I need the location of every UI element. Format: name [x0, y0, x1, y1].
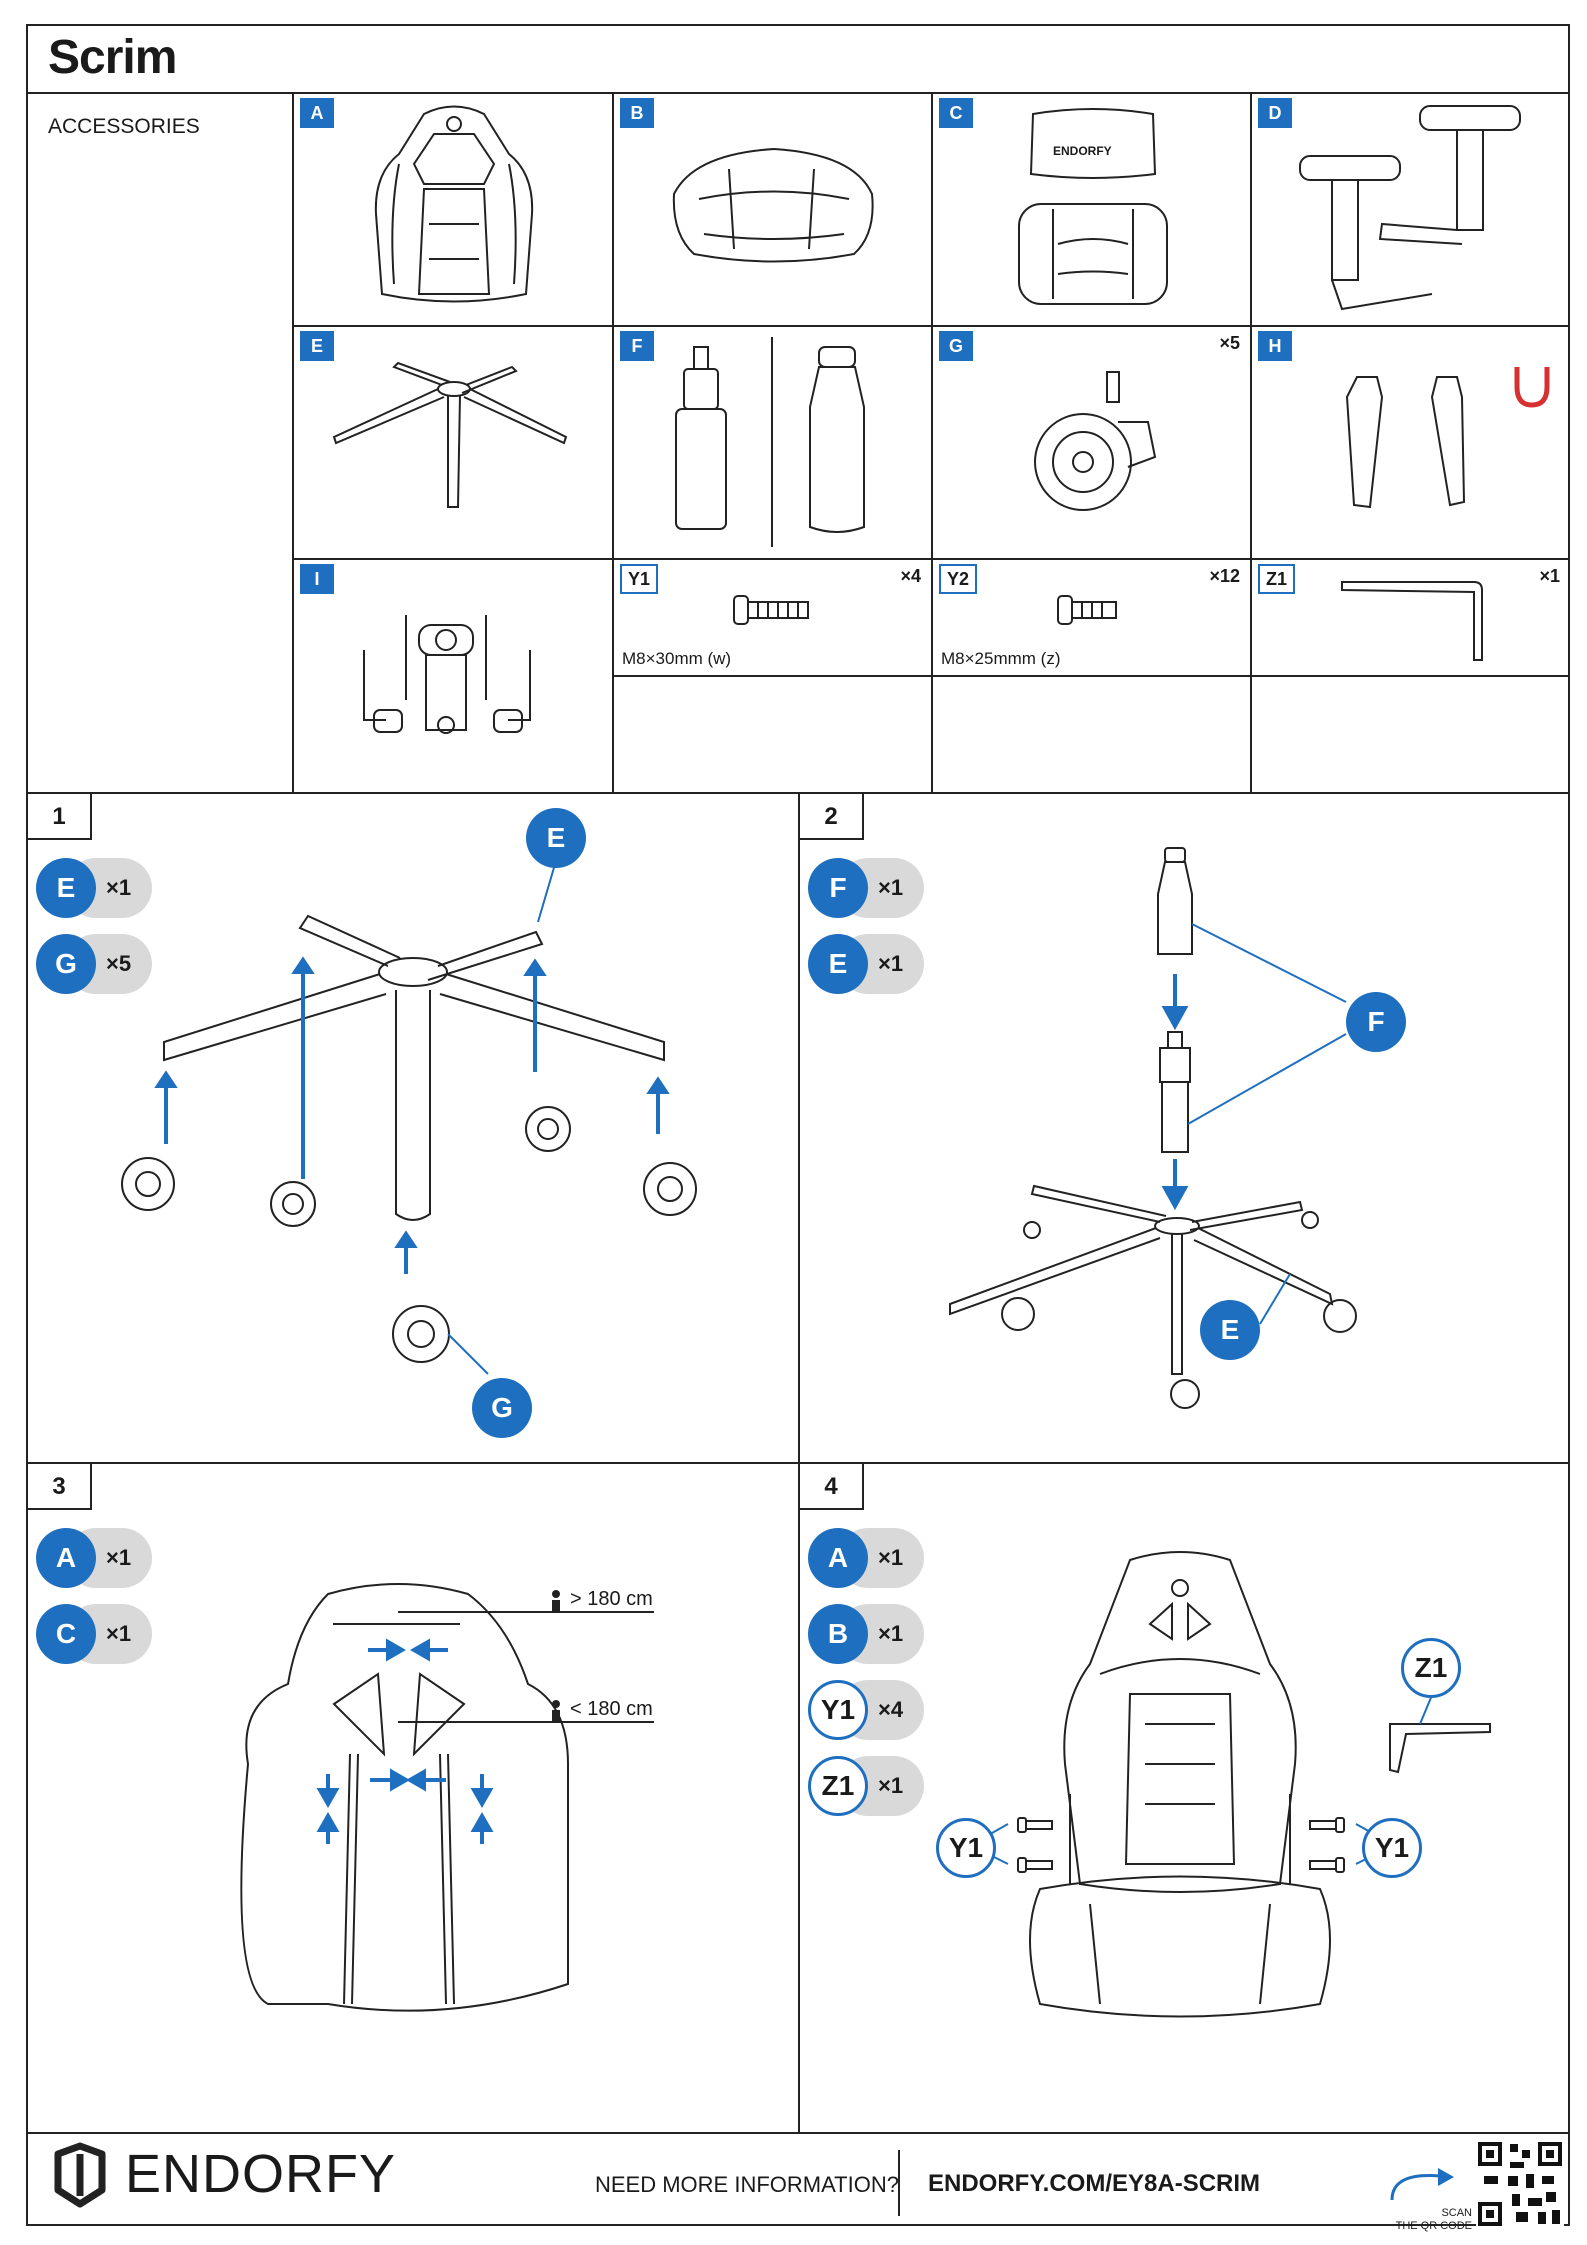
- part-callout: Z1: [1401, 1638, 1461, 1698]
- accessories-heading: ACCESSORIES: [48, 115, 200, 139]
- brand-wordmark: ENDORFY: [125, 2143, 396, 2205]
- brand-logo-icon: [50, 2140, 110, 2210]
- base-drawing: [294, 327, 612, 558]
- part-label: Y1: [620, 564, 658, 594]
- step1-illustration: [28, 794, 796, 1460]
- person-height-icon: [552, 1590, 560, 1722]
- part-e-base: E: [294, 327, 612, 558]
- part-callout: G: [472, 1378, 532, 1438]
- part-quantity: ×4: [900, 566, 921, 587]
- info-prompt: NEED MORE INFORMATION?: [595, 2172, 899, 2198]
- screw-spec: M8×30mm (w): [622, 649, 731, 669]
- part-d-armrests: D: [1252, 94, 1570, 325]
- part-callout: Y1: [1362, 1818, 1422, 1878]
- height-label-under: < 180 cm: [570, 1698, 653, 1721]
- part-label: Y2: [939, 564, 977, 594]
- covers-drawing: [1252, 327, 1570, 558]
- part-y1-screw: Y1 ×4 M8×30mm (w): [614, 560, 931, 675]
- part-h-covers: H: [1252, 327, 1570, 558]
- pillow-brand-text: ENDORFY: [1053, 144, 1112, 158]
- part-g-casters: G ×5: [933, 327, 1250, 558]
- part-quantity: ×5: [1219, 333, 1240, 354]
- pillows-drawing: [933, 94, 1250, 325]
- part-label: F: [620, 331, 654, 361]
- part-b-seat: B: [614, 94, 931, 325]
- part-callout: E: [526, 808, 586, 868]
- part-a-backrest: A: [294, 94, 612, 325]
- step4-illustration: [800, 1464, 1568, 2130]
- mechanism-drawing: [294, 560, 612, 792]
- part-label: E: [300, 331, 334, 361]
- part-i-mechanism: I: [294, 560, 612, 792]
- hex-key-drawing: [1252, 560, 1570, 675]
- part-callout: Y1: [936, 1818, 996, 1878]
- qr-code-icon[interactable]: [1476, 2140, 1564, 2228]
- support-link[interactable]: ENDORFY.COM/EY8A-SCRIM: [928, 2170, 1260, 2198]
- part-f-gas-lift: F: [614, 327, 931, 558]
- part-quantity: ×1: [1539, 566, 1560, 587]
- caster-drawing: [933, 327, 1250, 558]
- arrow-icon: [1386, 2160, 1466, 2206]
- part-label: A: [300, 98, 334, 128]
- part-quantity: ×12: [1209, 566, 1240, 587]
- seat-drawing: [614, 94, 931, 325]
- part-callout: F: [1346, 992, 1406, 1052]
- divider: [26, 2132, 1570, 2134]
- page-title: Scrim: [48, 30, 176, 85]
- height-label-over: > 180 cm: [570, 1588, 653, 1611]
- part-label: G: [939, 331, 973, 361]
- armrests-drawing: [1252, 94, 1570, 325]
- step2-illustration: [800, 794, 1568, 1460]
- part-label: Z1: [1258, 564, 1295, 594]
- magnet-icon: [1517, 367, 1547, 405]
- backrest-drawing: [294, 94, 612, 325]
- part-y2-screw: Y2 ×12 M8×25mmm (z): [933, 560, 1250, 675]
- step3-illustration: [28, 1464, 796, 2130]
- part-callout: E: [1200, 1300, 1260, 1360]
- part-label: D: [1258, 98, 1292, 128]
- part-label: B: [620, 98, 654, 128]
- part-c-pillows: C ENDORFY: [933, 94, 1250, 325]
- divider: [898, 2150, 900, 2216]
- gas-lift-drawing: [614, 327, 931, 558]
- part-label: C: [939, 98, 973, 128]
- part-label: I: [300, 564, 334, 594]
- part-z1-hex-key: Z1 ×1: [1252, 560, 1570, 675]
- divider: [612, 675, 1570, 677]
- part-label: H: [1258, 331, 1292, 361]
- screw-spec: M8×25mmm (z): [941, 649, 1060, 669]
